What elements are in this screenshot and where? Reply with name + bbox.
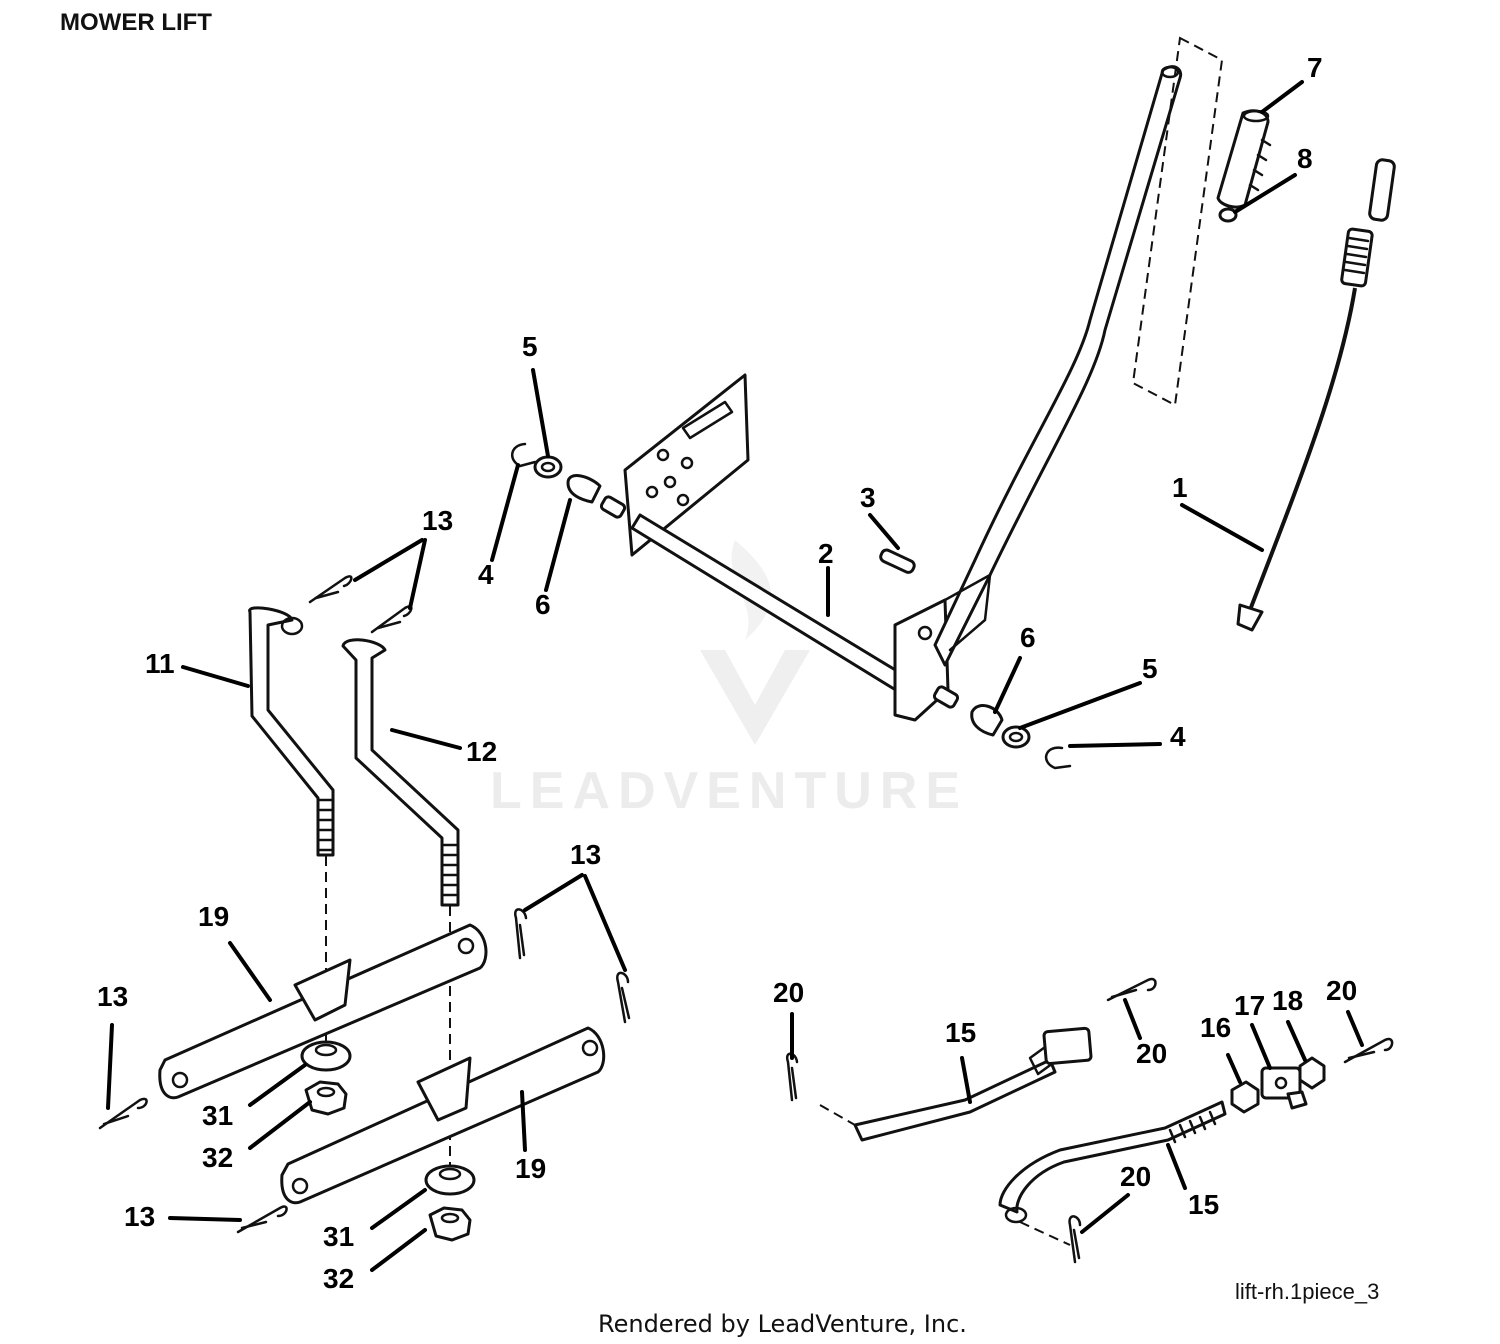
callout-12[interactable]: 12 [466, 736, 497, 767]
callout-17[interactable]: 17 [1234, 990, 1265, 1021]
part-13-hairpin-top-1 [308, 575, 353, 604]
part-31-bushing-lower [424, 1164, 476, 1196]
callout-31-upper[interactable]: 31 [202, 1100, 233, 1131]
part-32-nut-upper [304, 1080, 348, 1116]
watermark-text: LEADVENTURE [490, 762, 968, 820]
part-32-nut-lower [428, 1206, 472, 1242]
callout-3[interactable]: 3 [860, 482, 876, 513]
part-11-lift-link [248, 606, 335, 1060]
part-15-rod-upper [819, 1026, 1093, 1142]
part-19-lift-arm-upper [158, 923, 488, 1100]
callout-20-bottom[interactable]: 20 [1120, 1161, 1151, 1192]
part-17-trunnion [1260, 1066, 1308, 1110]
part-7-grip [1216, 109, 1272, 209]
callout-6-right[interactable]: 6 [1020, 622, 1036, 653]
callout-19-upper[interactable]: 19 [198, 901, 229, 932]
callout-15-upper[interactable]: 15 [945, 1017, 976, 1048]
part-1-cable [1236, 158, 1396, 632]
part-15-rod-lower [998, 1100, 1227, 1246]
part-4-clip-left [511, 442, 537, 468]
part-18-nut [1298, 1056, 1326, 1090]
part-5-washer-left [533, 455, 563, 479]
header-title: MOWER LIFT [60, 9, 212, 36]
callout-13-left[interactable]: 13 [97, 981, 128, 1012]
part-20-hairpin-top [1106, 977, 1157, 1002]
leader-lines [106, 80, 1364, 1272]
part-13-hairpin-mid-1 [514, 908, 528, 960]
part-16-nut [1230, 1080, 1260, 1114]
part-31-bushing-upper [300, 1040, 352, 1072]
callout-31-lower[interactable]: 31 [323, 1221, 354, 1252]
callout-32-lower[interactable]: 32 [323, 1263, 354, 1294]
callout-13-top[interactable]: 13 [422, 505, 453, 536]
callout-20-top[interactable]: 20 [1136, 1038, 1167, 1069]
callout-1[interactable]: 1 [1172, 472, 1188, 503]
callout-19-lower[interactable]: 19 [515, 1153, 546, 1184]
part-8-nut [1218, 207, 1238, 223]
part-13-hairpin-top-2 [370, 605, 413, 634]
watermark: LEADVENTURE [490, 540, 968, 820]
part-3-roll-pin [879, 548, 916, 574]
callout-7[interactable]: 7 [1307, 52, 1323, 83]
part-20-hairpin-bottom [1068, 1215, 1082, 1264]
callouts: 1 2 3 4 4 5 5 6 6 7 8 11 12 13 13 13 13 … [97, 52, 1357, 1294]
part-2-lift-shaft [599, 36, 1224, 722]
callout-16[interactable]: 16 [1200, 1012, 1231, 1043]
callout-2[interactable]: 2 [818, 538, 834, 569]
diagram-id: lift-rh.1piece_3 [1235, 1279, 1379, 1304]
part-20-hairpin-left [785, 1052, 799, 1102]
part-13-hairpin-bottom [236, 1205, 288, 1234]
callout-15-lower[interactable]: 15 [1188, 1189, 1219, 1220]
callout-4-left[interactable]: 4 [478, 559, 494, 590]
credit-text: Rendered by LeadVenture, Inc. [598, 1310, 967, 1338]
callout-4-right[interactable]: 4 [1170, 721, 1186, 752]
part-6-bushing-left [566, 474, 602, 504]
callout-5-right[interactable]: 5 [1142, 653, 1158, 684]
callout-11[interactable]: 11 [145, 648, 175, 679]
part-4-clip-right [1044, 746, 1072, 770]
callout-13-bottom[interactable]: 13 [124, 1201, 155, 1232]
callout-32-upper[interactable]: 32 [202, 1142, 233, 1173]
part-20-hairpin-right [1343, 1037, 1394, 1064]
part-13-hairpin-left [98, 1097, 148, 1130]
part-5-washer-right [1001, 725, 1031, 749]
callout-6-left[interactable]: 6 [535, 589, 551, 620]
callout-20-left[interactable]: 20 [773, 977, 804, 1008]
callout-20-right[interactable]: 20 [1326, 975, 1357, 1006]
callout-18[interactable]: 18 [1272, 985, 1303, 1016]
callout-8[interactable]: 8 [1297, 143, 1313, 174]
part-19-lift-arm-lower [280, 1026, 606, 1205]
callout-5-left[interactable]: 5 [522, 331, 538, 362]
callout-13-mid[interactable]: 13 [570, 839, 601, 870]
part-13-hairpin-mid-2 [616, 971, 631, 1024]
